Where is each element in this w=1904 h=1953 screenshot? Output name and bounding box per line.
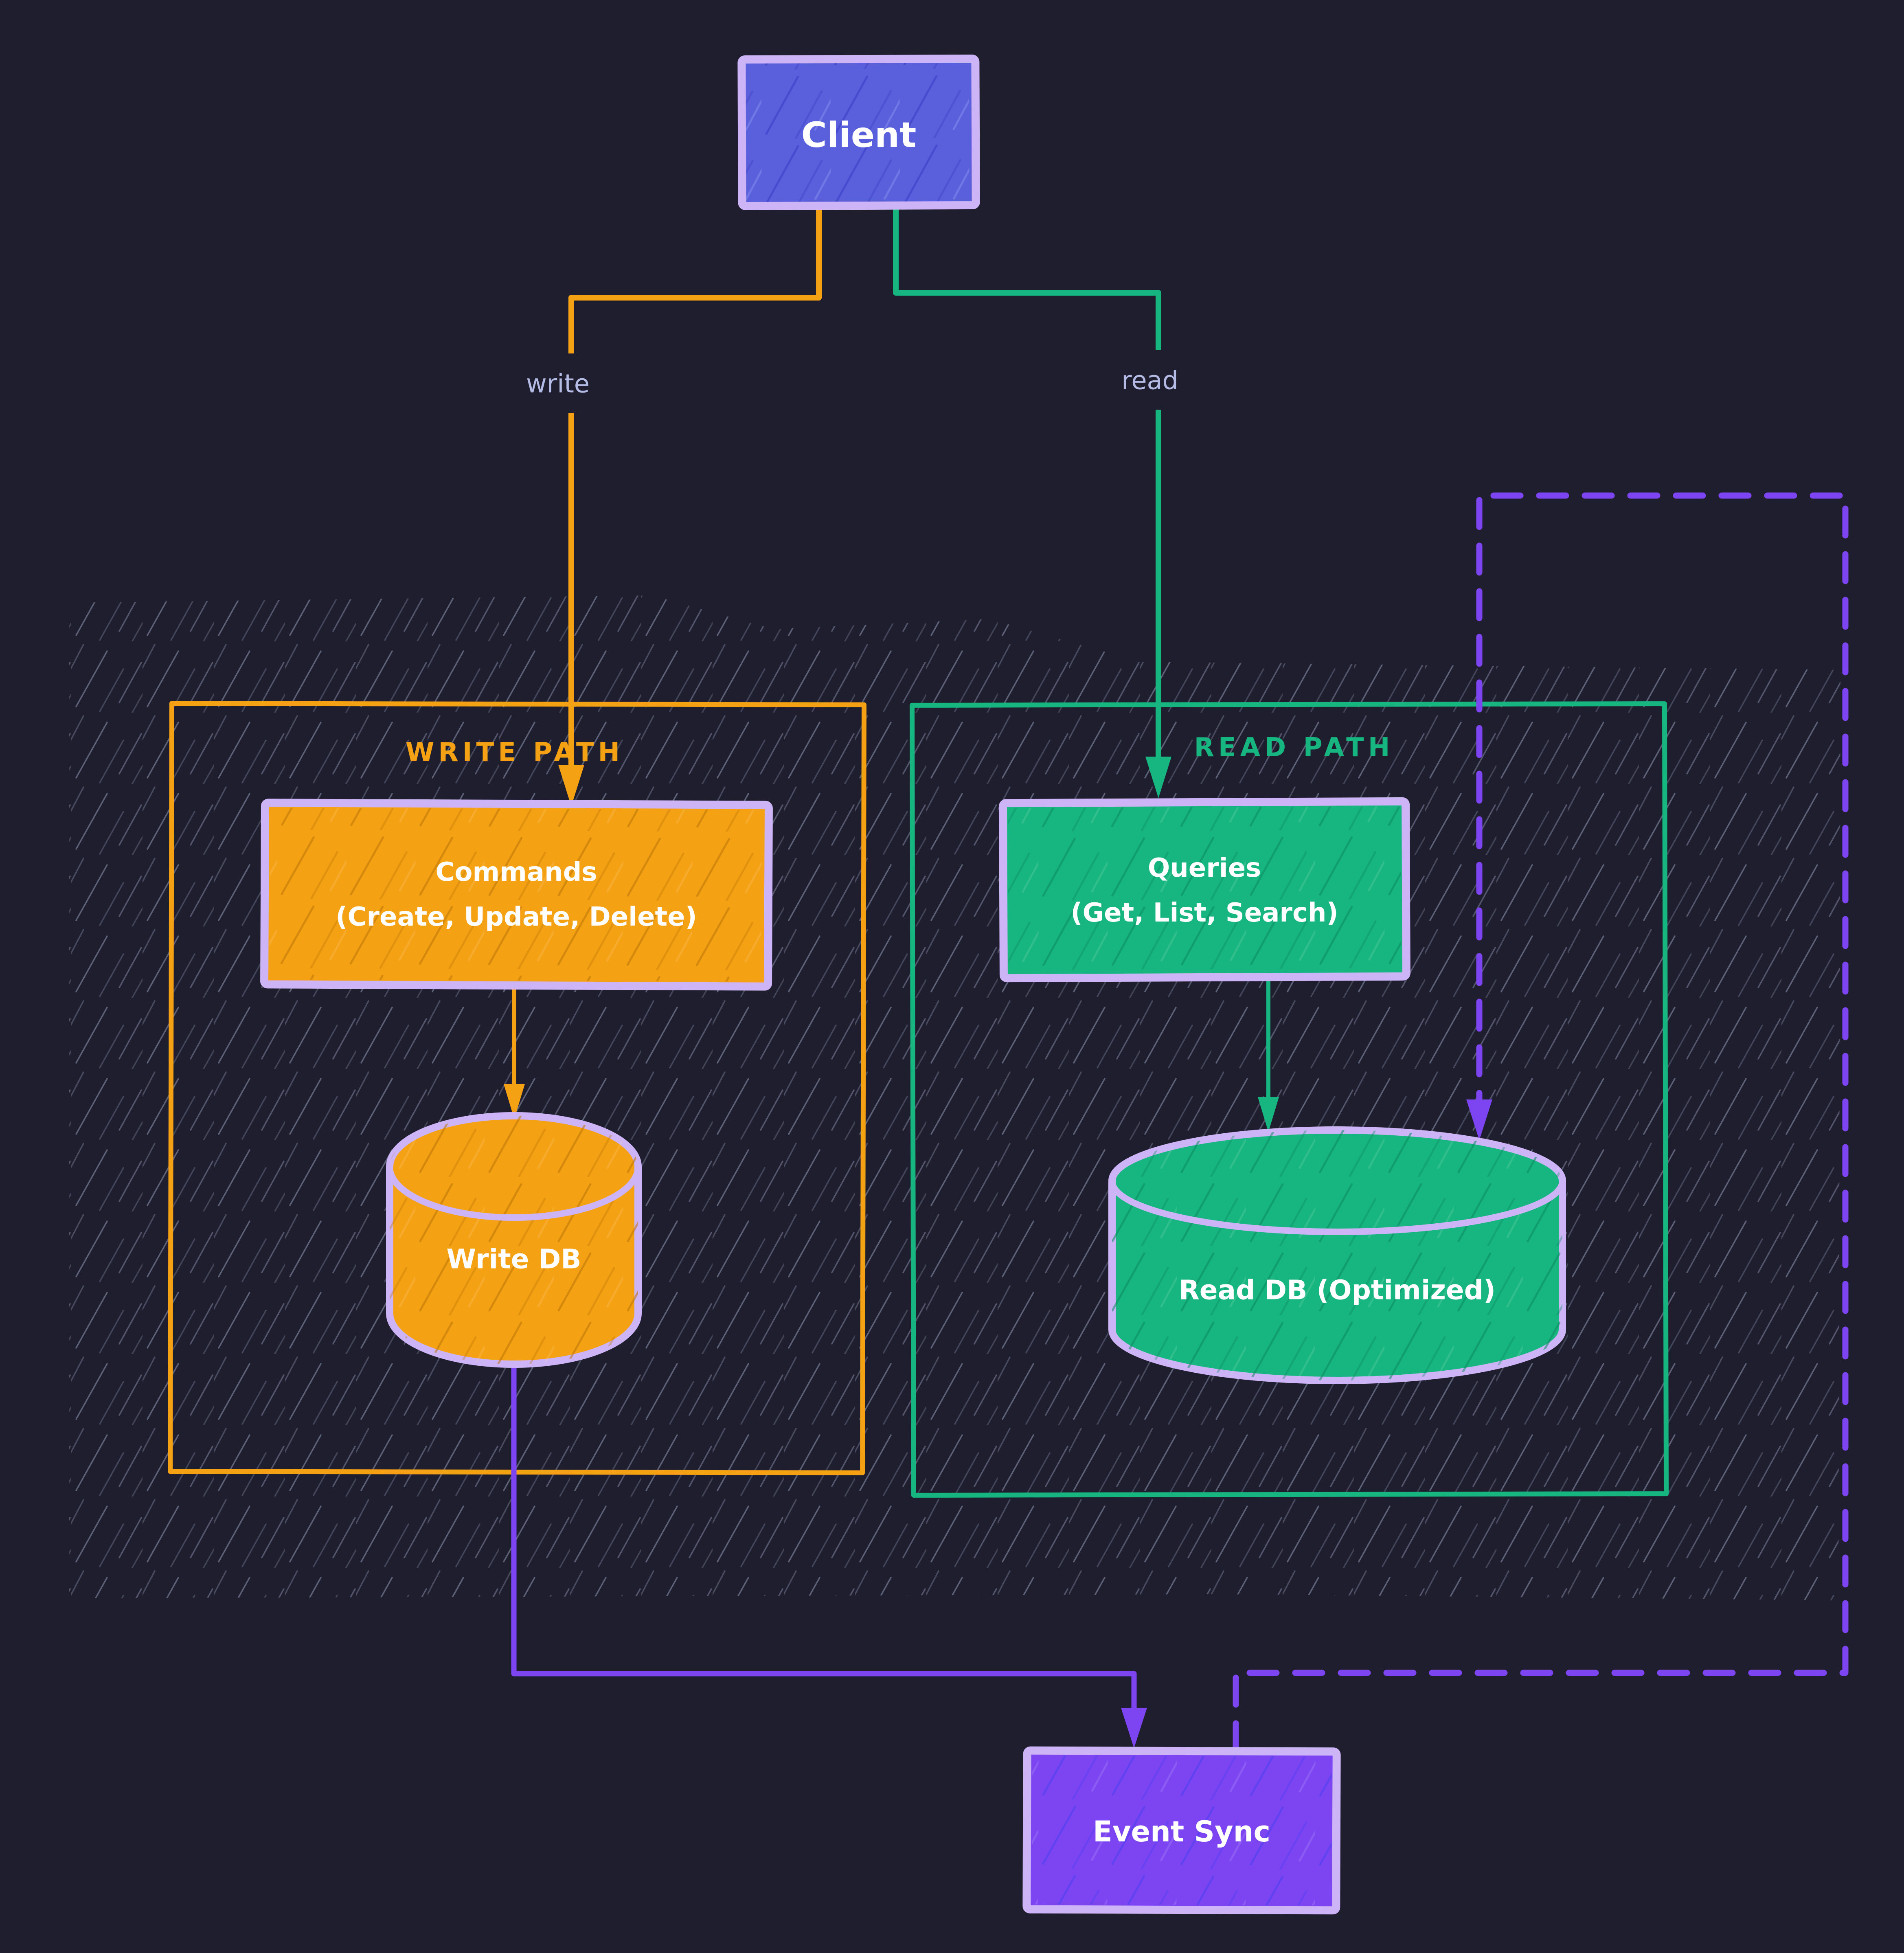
event-sync-label: Event Sync [1093, 1815, 1270, 1848]
edge-client-commands[interactable] [558, 201, 822, 806]
read-path-label: READ PATH [1194, 733, 1394, 763]
client-fill-texture [746, 63, 972, 202]
node-queries[interactable] [999, 797, 1410, 983]
queries-fill-texture [1008, 806, 1402, 974]
read-db-label: Read DB (Optimized) [1179, 1275, 1496, 1306]
commands-subtitle: (Create, Update, Delete) [336, 902, 697, 932]
edge-eventsync-readdb[interactable] [1233, 492, 1849, 1753]
commands-fill-texture [269, 808, 764, 982]
queries-subtitle: (Get, List, Search) [1070, 898, 1338, 928]
write-label-backdrop [516, 353, 600, 413]
write-path-label: WRITE PATH [406, 737, 624, 768]
edge-queries-readdb[interactable] [1258, 975, 1279, 1132]
write-edge-label: write [526, 369, 590, 399]
read-path-container[interactable] [909, 701, 1669, 1498]
background-hatch-band [69, 595, 1840, 1600]
event-sync-fill-texture [1031, 1755, 1332, 1906]
write-db-label: Write DB [446, 1244, 581, 1275]
read-edge-label: read [1121, 366, 1178, 395]
edge-writedb-eventsync[interactable] [511, 1362, 1147, 1748]
read-label-backdrop [1108, 350, 1192, 410]
edge-commands-writedb[interactable] [504, 985, 525, 1119]
node-commands[interactable] [260, 799, 773, 991]
client-label: Client [801, 115, 917, 156]
write-db-fill-texture [390, 1116, 638, 1364]
node-read-db[interactable] [1108, 1126, 1566, 1384]
node-write-db[interactable] [386, 1112, 642, 1368]
queries-title: Queries [1148, 853, 1261, 883]
read-db-fill-texture [1112, 1130, 1562, 1380]
node-client[interactable] [737, 55, 980, 210]
node-event-sync[interactable] [1022, 1746, 1341, 1915]
commands-title: Commands [436, 857, 597, 887]
read-db-seam [1109, 1178, 1566, 1235]
write-db-seam [386, 1163, 641, 1221]
edge-client-queries[interactable] [893, 201, 1171, 798]
